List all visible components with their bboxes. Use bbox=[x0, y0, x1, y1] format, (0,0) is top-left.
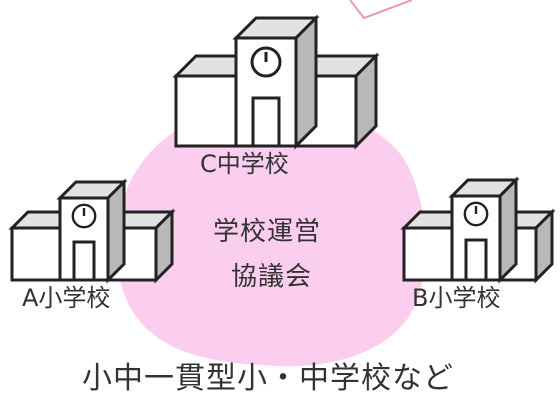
council-area bbox=[116, 107, 426, 367]
school-building-icon bbox=[172, 14, 380, 150]
diagram-caption: 小中一貫型小・中学校など bbox=[82, 361, 454, 396]
school-label-b: B小学校 bbox=[412, 284, 501, 312]
school-building-icon bbox=[400, 176, 556, 284]
council-label-line2: 協議会 bbox=[231, 262, 313, 292]
school-building-icon bbox=[8, 178, 176, 284]
pointer-accent bbox=[349, 0, 413, 20]
school-label-c: C中学校 bbox=[200, 150, 289, 178]
council-label-line1: 学校運営 bbox=[213, 217, 322, 247]
school-label-a: A小学校 bbox=[22, 284, 111, 312]
